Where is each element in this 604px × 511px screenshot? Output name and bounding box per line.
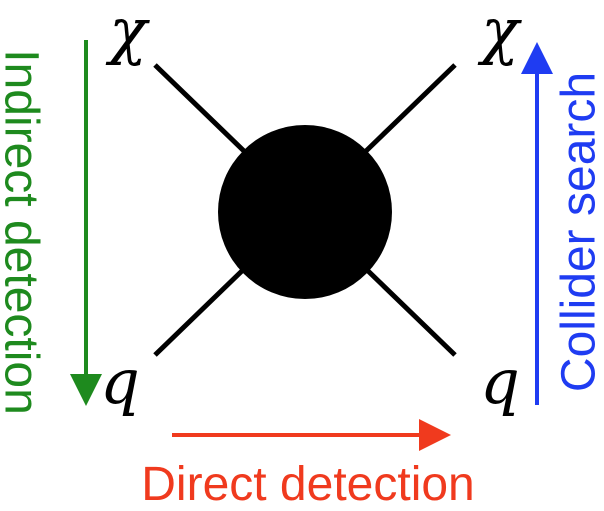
indirect-detection-label: Indirect detection — [0, 49, 47, 415]
particle-label-bottom-left: q — [100, 345, 140, 418]
particle-label-top-left: χ — [105, 0, 150, 67]
collider-search-label: Collider search — [553, 72, 604, 392]
particle-label-top-right: χ — [477, 0, 522, 67]
particle-label-bottom-right: q — [480, 345, 520, 418]
interaction-vertex — [218, 125, 392, 299]
direct-detection-label: Direct detection — [141, 458, 475, 511]
